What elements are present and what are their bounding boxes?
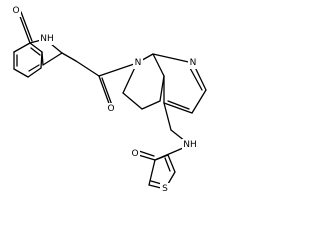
bond-line-26 xyxy=(152,53,194,64)
bond-line-33 xyxy=(163,102,172,131)
bond-line-16 xyxy=(75,60,100,77)
atom-label-amide-nh: NH xyxy=(182,139,198,151)
bond-line-3 xyxy=(13,68,29,78)
bond-line-0 xyxy=(29,42,43,53)
bond-line-12 xyxy=(41,51,44,66)
bond-line-11 xyxy=(42,52,63,66)
bond-line-7 xyxy=(28,64,40,72)
bond-line-22 xyxy=(159,75,165,102)
svg-text:O: O xyxy=(107,104,114,114)
atom-label-pyridine-nitrogen: N xyxy=(188,57,198,69)
chemical-structure-diagram: O NH O N N NH O S xyxy=(11,5,207,195)
bond-line-28 xyxy=(191,89,207,114)
atom-label-thiophene-sulfur: S xyxy=(160,183,170,195)
bond-line-38 xyxy=(148,159,156,186)
svg-text:S: S xyxy=(162,184,168,194)
atom-label-ring-nitrogen: N xyxy=(133,57,143,69)
atom-label-amide-oxygen-1: O xyxy=(106,103,116,115)
bond-line-32 xyxy=(167,100,190,110)
atom-label-layer: O NH O N N NH O S xyxy=(11,5,198,195)
svg-text:N: N xyxy=(135,58,142,68)
svg-text:N: N xyxy=(190,58,197,68)
bond-line-6 xyxy=(30,47,41,56)
bond-line-23 xyxy=(141,100,161,110)
bond-line-21 xyxy=(152,53,165,77)
svg-text:O: O xyxy=(131,149,138,159)
bond-line-24 xyxy=(122,92,143,110)
bond-line-15 xyxy=(61,52,77,62)
atom-label-lactam-nh: NH xyxy=(39,33,55,45)
bond-line-5 xyxy=(13,42,31,53)
bond-line-29 xyxy=(163,102,193,114)
atom-label-oxo-lactam: O xyxy=(11,5,21,17)
bond-line-31 xyxy=(189,67,203,91)
svg-text:O: O xyxy=(12,6,19,16)
bond-line-2 xyxy=(27,67,42,78)
bond-line-41 xyxy=(167,154,176,173)
bond-line-44 xyxy=(164,157,171,172)
svg-text:NH: NH xyxy=(183,140,197,150)
bond-line-42 xyxy=(154,154,169,161)
atom-label-amide-oxygen-2: O xyxy=(130,148,140,160)
bond-line-14 xyxy=(20,11,33,42)
svg-text:NH: NH xyxy=(40,34,54,44)
bond-line-19 xyxy=(98,62,138,77)
